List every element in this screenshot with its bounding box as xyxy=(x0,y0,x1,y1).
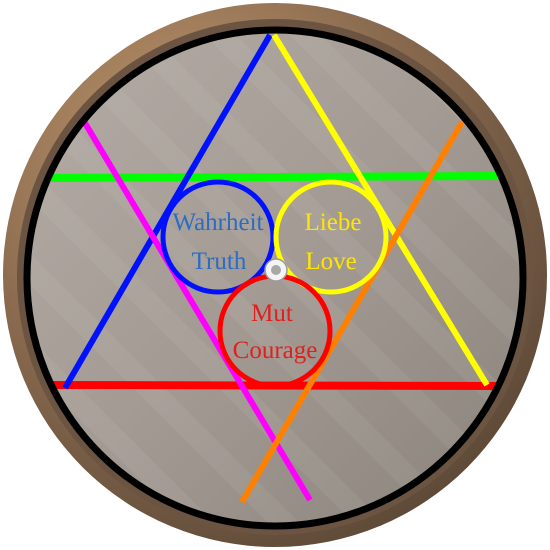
truth-label-de: Wahrheit xyxy=(172,209,263,236)
love-label-de: Liebe xyxy=(305,209,362,236)
dial-border xyxy=(23,26,527,530)
love-circle xyxy=(273,179,389,295)
courage-label-de: Mut xyxy=(251,300,293,327)
truth-circle xyxy=(160,179,276,295)
magenta-line xyxy=(79,116,313,502)
orange-line xyxy=(239,120,465,504)
green-line xyxy=(39,172,511,182)
center-knob-inner xyxy=(271,265,281,275)
truth-label-en: Truth xyxy=(192,248,247,275)
courage-label-en: Courage xyxy=(233,337,318,364)
love-label-en: Love xyxy=(305,248,356,275)
